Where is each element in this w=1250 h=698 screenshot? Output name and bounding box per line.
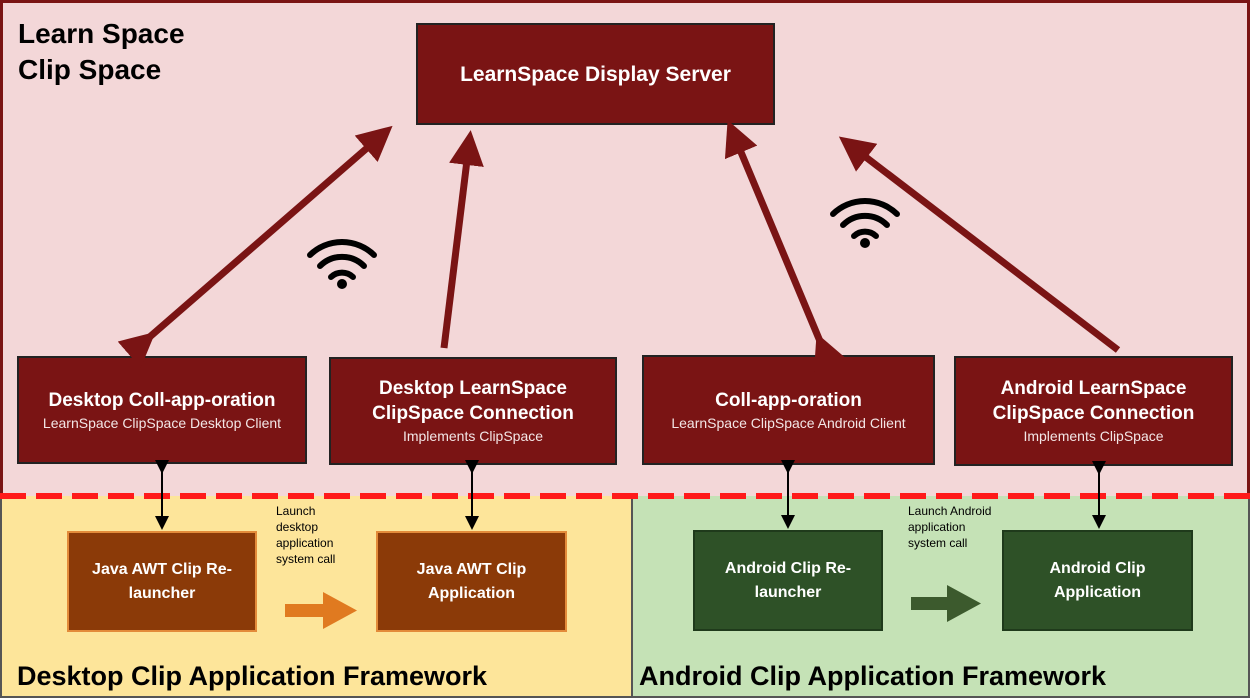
- display-server-title: LearnSpace Display Server: [460, 62, 731, 86]
- desktop-connection-server-arrow: [440, 130, 484, 349]
- desktop-framework-title: Desktop Clip Application Framework: [17, 661, 488, 691]
- desktop-connection-box: Desktop LearnSpace ClipSpace Connection …: [329, 357, 617, 465]
- region-title-line1: Learn Space: [18, 18, 185, 49]
- client-title: Coll-app-oration: [715, 389, 862, 411]
- relauncher-label: Android Clip Re-launcher: [724, 559, 852, 601]
- desktop-collaboration-client-box: Desktop Coll-app-oration LearnSpace Clip…: [17, 356, 307, 464]
- region-title: Learn Space Clip Space: [18, 16, 185, 88]
- client-title: Android LearnSpace ClipSpace Connection: [992, 378, 1195, 424]
- desktop-launch-arrow: [285, 592, 357, 629]
- display-server-box: LearnSpace Display Server: [416, 23, 775, 125]
- android-application-box: Android Clip Application: [1002, 530, 1193, 631]
- client-subtitle: Implements ClipSpace: [1023, 428, 1164, 444]
- android-launch-arrow: [911, 585, 981, 622]
- relauncher-label: Java AWT Clip Re-launcher: [92, 560, 232, 602]
- client-subtitle: Implements ClipSpace: [402, 428, 544, 444]
- android-collaboration-client-box: Coll-app-oration LearnSpace ClipSpace An…: [642, 355, 935, 465]
- client-title: Desktop LearnSpace ClipSpace Connection: [372, 378, 574, 424]
- region-title-line2: Clip Space: [18, 54, 162, 85]
- client-subtitle: LearnSpace ClipSpace Desktop Client: [42, 414, 282, 431]
- client-subtitle: LearnSpace ClipSpace Android Client: [671, 414, 906, 431]
- application-label: Android Clip Application: [1049, 559, 1146, 601]
- android-framework-title: Android Clip Application Framework: [639, 661, 1107, 691]
- application-label: Java AWT Clip Application: [416, 560, 527, 602]
- client-title: Desktop Coll-app-oration: [48, 389, 276, 411]
- android-client-server-arrow: [724, 120, 847, 373]
- wifi-icon: [307, 239, 377, 289]
- android-launch-note: Launch Android application system call: [908, 504, 992, 550]
- wifi-icon: [830, 198, 900, 248]
- desktop-launch-note: Launch desktop application system call: [276, 504, 336, 566]
- android-connection-box: Android LearnSpace ClipSpace Connection …: [954, 356, 1233, 466]
- java-awt-application-box: Java AWT Clip Application: [376, 531, 567, 632]
- desktop-client-server-arrow: [117, 125, 393, 368]
- java-awt-relauncher-box: Java AWT Clip Re-launcher: [67, 531, 257, 632]
- android-relauncher-box: Android Clip Re-launcher: [693, 530, 883, 631]
- android-connection-server-arrow: [838, 136, 1121, 353]
